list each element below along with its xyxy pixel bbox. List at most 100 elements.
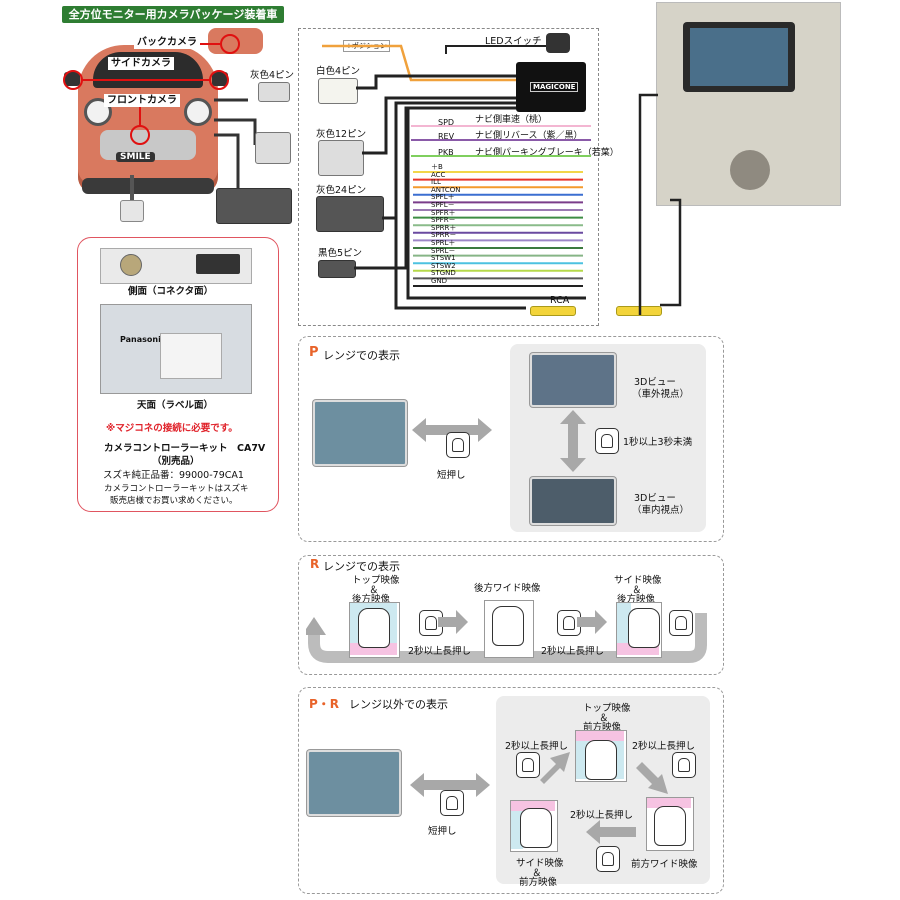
wire-code: SPRR＋ [431, 223, 457, 232]
r-hold1: 2秒以上長押し [408, 646, 472, 657]
p-hold-label: 1秒以上3秒未満 [623, 437, 693, 448]
r-view2-car-icon [492, 606, 524, 646]
wire-code: SPRL－ [431, 246, 456, 255]
kit-part-number: スズキ純正品番：99000-79CA1 [103, 470, 244, 481]
p-hold-icon [595, 428, 619, 454]
p-view-outside-screen [530, 353, 616, 407]
wire-code: ACC [431, 170, 446, 179]
back-camera-label: バックカメラ [134, 36, 200, 49]
front-camera-link [139, 106, 141, 126]
pr-top-line1: トップ映像 [583, 703, 631, 714]
kit-required: ※マジコネの接続に必要です。 [106, 423, 238, 434]
p-view-inside: 3Dビュー [634, 493, 676, 504]
wire-code: SPFL＋ [431, 193, 455, 202]
pr-press-icon-bottom [596, 846, 620, 872]
wire-code: SPFR－ [431, 216, 456, 225]
gray24-connector [316, 196, 384, 232]
led-switch-label: LEDスイッチ [485, 36, 542, 47]
kit-name: カメラコントローラーキット CA7V [104, 443, 266, 454]
page-title: 全方位モニター用カメラパッケージ装着車 [62, 6, 284, 23]
side-camera-right-marker [209, 70, 229, 90]
p-view-outside-sub: （車外視点） [632, 389, 690, 400]
gray24-connector-car [216, 188, 292, 224]
wire-code: SPD [438, 118, 455, 127]
kit-note-line1: カメラコントローラーキットはスズキ [104, 484, 249, 494]
wire-code: ＋B [431, 163, 443, 171]
wire-code: GND [431, 277, 448, 285]
pr-press-icon [440, 790, 464, 816]
kit-brand: Panasonic [120, 335, 166, 344]
p-double-arrow [412, 418, 492, 442]
white4-connector [318, 78, 358, 104]
front-camera-label: フロントカメラ [104, 94, 180, 107]
kit-connector-round [120, 254, 142, 276]
p-nav-screen [313, 400, 407, 466]
p-short-press: 短押し [437, 470, 466, 481]
r-view3-line1: サイド映像 [614, 575, 662, 586]
wire-code: SPRL＋ [431, 239, 456, 247]
gray12-connector-car [255, 132, 291, 164]
p-vertical-arrow [560, 410, 586, 472]
wire-code: REV [438, 132, 455, 141]
pr-front-wide-car-icon [654, 806, 686, 846]
pr-prefix: P・R [309, 697, 340, 711]
wire-code: PKB [438, 148, 454, 157]
wire-code: STGND [431, 269, 456, 278]
pr-top-front [576, 731, 624, 741]
p-range-title: レンジでの表示 [323, 349, 400, 362]
led-switch [546, 33, 570, 53]
pr-side-front [511, 801, 555, 811]
kit-note-line2: 販売店様でお買い求めください。 [110, 496, 238, 506]
magicone-logo: MAGICONE [530, 82, 579, 92]
car-badge: SMILE [116, 152, 155, 162]
pr-press-icon-left [516, 752, 540, 778]
gray4-label-left: 灰色4ピン [250, 70, 295, 81]
wire-desc: ナビ側車速（桃） [475, 115, 548, 125]
navi-display [690, 28, 788, 86]
p-range-prefix: P [309, 345, 319, 360]
pr-double-arrow [410, 773, 490, 797]
white4-label: 白色4ピン [316, 66, 361, 77]
camera-module [120, 200, 144, 222]
p-view-inside-sub: （車内視点） [632, 505, 690, 516]
harness-frame [298, 28, 599, 326]
pr-front-wide-top [647, 798, 691, 808]
pr-nav-screen [307, 750, 401, 816]
gray12-label: 灰色12ピン [316, 129, 367, 140]
car-bumper [82, 178, 214, 194]
r-view2: 後方ワイド映像 [474, 583, 541, 594]
pr-hold-right: 2秒以上長押し [632, 741, 696, 752]
pr-arrow-left [586, 820, 636, 844]
r-arrow-2 [577, 610, 607, 634]
pr-side-line1: サイド映像 [516, 858, 564, 869]
r-range-prefix: R [310, 557, 320, 571]
r-view1-line1: トップ映像 [352, 575, 400, 586]
pr-arrow-up-right [540, 752, 570, 784]
gray4-connector [258, 82, 290, 102]
pr-short-press: 短押し [428, 826, 457, 837]
wire-code: STSW1 [431, 254, 456, 263]
r-view3-side [617, 603, 631, 643]
camera-cable [130, 175, 134, 201]
navi-wiring [638, 93, 682, 315]
side-camera-label: サイドカメラ [108, 57, 174, 70]
back-camera-marker [220, 34, 240, 54]
pr-hold-left: 2秒以上長押し [505, 741, 569, 752]
pr-top-line2: ＆ [599, 713, 609, 724]
wire-code: ANTCON [431, 185, 461, 194]
r-range-title: レンジでの表示 [323, 560, 400, 573]
wire-code: SPRR－ [431, 231, 457, 240]
pr-front-wide-label: 前方ワイド映像 [631, 859, 698, 870]
pr-top-car-icon [585, 740, 617, 780]
r-view3-car-icon [628, 608, 660, 648]
r-press-icon-3 [669, 610, 693, 636]
r-view3-line3: 後方映像 [617, 594, 656, 605]
wire-code: SPFR＋ [431, 208, 456, 217]
p-view-inside-screen [530, 477, 616, 525]
pr-arrow-down-right [636, 762, 668, 794]
p-press-icon [446, 432, 470, 458]
rca-label: RCA [550, 295, 570, 306]
pr-side-line3: 前方映像 [519, 877, 558, 888]
r-view1-line3: 後方映像 [352, 594, 391, 605]
r-view1-car-icon [358, 608, 390, 648]
